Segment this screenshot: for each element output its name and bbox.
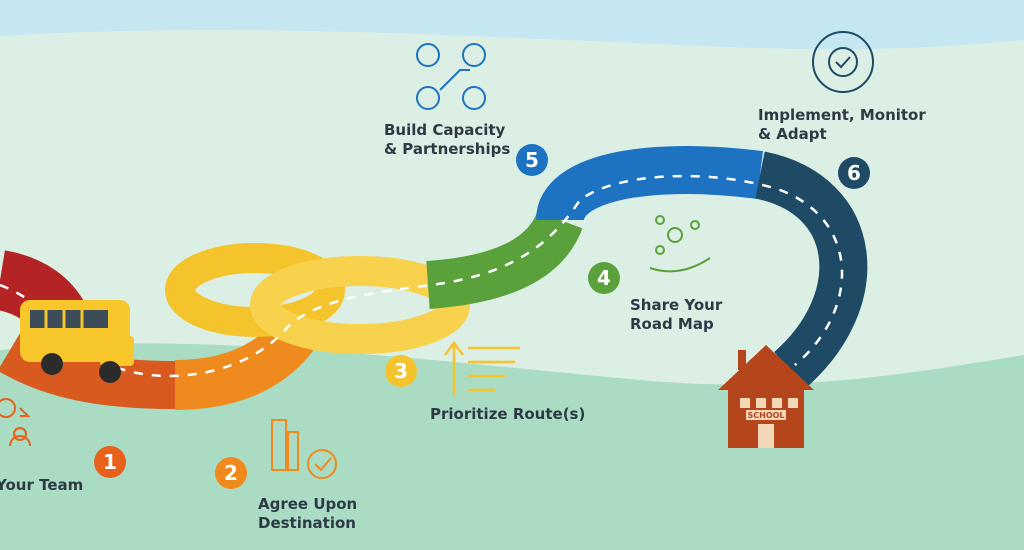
people-network-icon <box>416 43 486 110</box>
school-building: SCHOOL <box>718 345 814 448</box>
team-icon <box>0 398 31 447</box>
priority-arrow-icon <box>444 340 520 395</box>
step-5-badge: 5 <box>516 144 548 176</box>
school-sign: SCHOOL <box>747 411 784 420</box>
step-3-label: Prioritize Route(s) <box>430 405 586 423</box>
step-6-badge: 6 <box>838 157 870 189</box>
step-2-badge: 2 <box>215 457 247 489</box>
school-bus <box>20 300 134 383</box>
step-1-label: Your Team <box>0 476 84 494</box>
road-center-line <box>0 174 844 378</box>
step-5-label: Build Capacity & Partnerships <box>384 121 511 158</box>
step-3-badge: 3 <box>385 355 417 387</box>
road-segment-step5 <box>536 146 763 223</box>
step-2-label: Agree Upon Destination <box>258 495 358 532</box>
cycle-check-icon <box>812 31 874 93</box>
road-loop-a <box>165 243 345 337</box>
target-chart-icon <box>271 419 337 479</box>
step-4-badge: 4 <box>588 262 620 294</box>
step-6-label: Implement, Monitor & Adapt <box>758 106 926 143</box>
step-1-badge: 1 <box>94 446 126 478</box>
hand-network-icon <box>649 215 711 273</box>
step-4-label: Share Your Road Map <box>630 296 723 333</box>
